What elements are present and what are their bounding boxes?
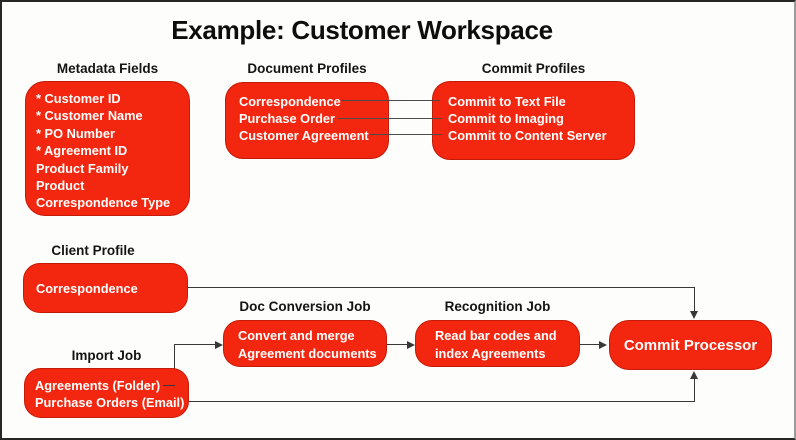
client-profile-box: Correspondence [23,263,188,313]
metadata-field-item: Product [36,178,85,194]
arrowhead-into-commit-processor-top [690,311,698,319]
doc-conversion-job-box: Convert and merge Agreement documents [223,320,387,367]
recognition-job-heading: Recognition Job [444,299,551,314]
flow-agreements-horizontal-line [174,344,216,345]
document-profile-item: Customer Agreement [239,128,369,144]
arrowhead-into-recognition [407,341,415,349]
doc-conversion-text-line: Convert and merge [238,328,355,343]
flow-recognition-to-commitprocessor-line [580,344,600,345]
import-job-heading: Import Job [71,348,142,363]
commit-processor-label: Commit Processor [623,336,758,354]
flow-purchase-orders-vertical-line [694,379,695,402]
link-correspondence-to-text-file [341,100,440,101]
commit-processor-box: Commit Processor [609,320,772,370]
flow-correspondence-horizontal-line [188,287,694,288]
doc-conversion-text-line: Agreement documents [238,345,377,361]
recognition-text-line: Read bar codes and [435,328,557,343]
metadata-field-item: Product Family [36,160,129,176]
document-profiles-heading: Document Profiles [247,61,367,76]
client-profile-item: Correspondence [36,280,138,296]
recognition-job-box: Read bar codes and index Agreements [415,320,580,367]
document-profiles-box: Correspondence Purchase Order Customer A… [225,82,389,159]
diagram-title: Example: Customer Workspace [171,15,553,45]
commit-profile-item: Commit to Content Server [448,128,607,144]
link-purchase-order-to-imaging [338,118,442,119]
metadata-field-item: * Customer Name [36,108,143,124]
arrowhead-into-commit-processor-bottom [690,371,698,379]
commit-profiles-box: Commit to Text File Commit to Imaging Co… [432,81,635,160]
flow-purchase-orders-horizontal-line [189,401,694,402]
document-profile-item: Correspondence [239,94,341,109]
flow-docconversion-to-recognition-line [387,344,408,345]
metadata-field-item: * Agreement ID [36,143,128,159]
recognition-text-line: index Agreements [435,345,546,361]
arrowhead-into-commit-processor-left [599,341,607,349]
metadata-field-item: Correspondence Type [36,195,171,211]
client-profile-heading: Client Profile [51,243,135,258]
import-job-item: Purchase Orders (Email) [35,395,185,410]
metadata-fields-heading: Metadata Fields [56,61,159,76]
commit-profile-item: Commit to Imaging [448,111,564,127]
arrowhead-into-doc-conversion [215,341,223,349]
link-customer-agreement-to-content-server [370,134,442,135]
import-job-item: Agreements (Folder) [35,378,161,393]
document-profile-item: Purchase Order [239,111,336,127]
metadata-fields-box: * Customer ID * Customer Name * PO Numbe… [25,81,190,216]
commit-profiles-heading: Commit Profiles [481,61,586,76]
metadata-field-item: * Customer ID [36,91,121,106]
metadata-field-item: * PO Number [36,125,115,141]
flow-correspondence-vertical-line [694,287,695,312]
flow-agreements-stub-line [163,385,175,386]
import-job-box: Agreements (Folder) Purchase Orders (Ema… [24,368,189,418]
commit-profile-item: Commit to Text File [448,94,566,109]
doc-conversion-job-heading: Doc Conversion Job [239,299,371,314]
flow-agreements-vertical-line [174,344,175,386]
